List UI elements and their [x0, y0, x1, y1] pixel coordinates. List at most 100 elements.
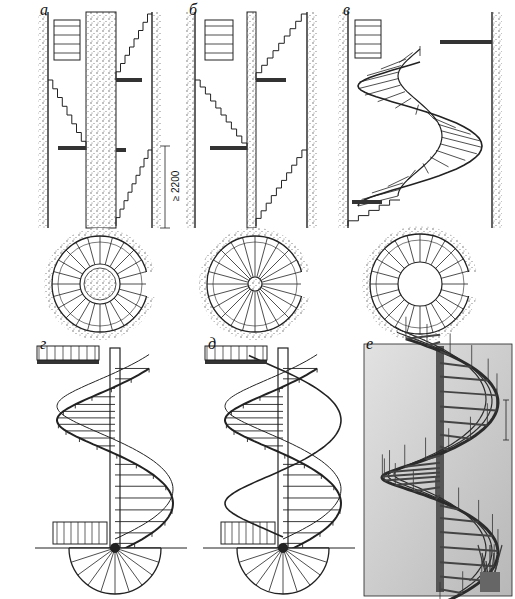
drawing-stroke	[165, 146, 166, 228]
drawing-stroke	[99, 522, 100, 544]
drawing-stroke	[205, 53, 233, 54]
drawing-stroke	[283, 497, 340, 498]
drawing-stroke	[115, 532, 152, 533]
drawing-stroke	[427, 342, 440, 346]
handrail-line	[58, 242, 142, 326]
drawing-stroke	[478, 500, 479, 522]
drawing-stroke	[283, 548, 284, 594]
drawing-stroke	[54, 289, 81, 296]
drawing-stroke	[225, 417, 283, 418]
wall-ring	[44, 228, 156, 340]
drawing-stroke	[37, 346, 99, 360]
drawing-stroke	[372, 290, 399, 297]
drawing-stroke	[205, 26, 233, 27]
drawing-stroke	[440, 582, 441, 599]
drawing-stroke	[76, 242, 90, 266]
drawing-stroke	[487, 403, 488, 425]
figure-letter: г	[40, 336, 46, 352]
drawing-stroke	[39, 346, 40, 360]
drawing-stroke	[471, 345, 472, 367]
core-circle	[80, 264, 120, 304]
drawing-stroke	[384, 476, 440, 480]
drawing-stroke	[71, 548, 115, 562]
drawing-stroke	[120, 284, 148, 285]
drawing-stroke	[260, 396, 283, 397]
drawing-stroke	[63, 346, 64, 360]
drawing-stroke	[450, 333, 451, 355]
drawing-stroke	[355, 53, 381, 54]
drawing-stroke	[225, 522, 226, 544]
drawing-stroke	[265, 445, 283, 446]
drawing-stroke	[116, 78, 142, 82]
drawing-stroke	[283, 548, 327, 562]
drawing-stroke	[399, 53, 412, 63]
drawing-stroke	[115, 509, 172, 510]
drawing-stroke	[205, 20, 233, 60]
drawing-stroke	[57, 417, 115, 418]
drawing-stroke	[246, 548, 283, 575]
drawing-stroke	[115, 548, 129, 592]
drawing-stroke	[436, 150, 465, 160]
drawing-stroke	[71, 522, 72, 544]
drawing-stroke	[283, 521, 333, 522]
drawing-stroke	[69, 548, 115, 549]
drawing-stroke	[378, 92, 405, 102]
drawing-stroke	[71, 346, 72, 360]
drawing-stroke	[97, 445, 115, 446]
drawing-stroke	[57, 369, 173, 554]
drawing-stroke	[54, 35, 80, 36]
drawing-stroke	[38, 12, 47, 228]
drawing-stroke	[302, 543, 303, 547]
drawing-stroke	[57, 355, 173, 540]
drawing-stroke	[115, 548, 142, 585]
drawing-stroke	[231, 346, 232, 360]
drawing-stroke	[420, 46, 421, 56]
stair-outline	[370, 234, 470, 334]
drawing-stroke	[66, 298, 86, 318]
figure-letter: д	[208, 336, 216, 352]
drawing-stroke	[433, 118, 456, 128]
drawing-stroke	[78, 548, 115, 575]
drawing-stroke	[256, 548, 283, 585]
drawing-stroke	[426, 456, 440, 460]
drawing-stroke	[372, 271, 399, 278]
drawing-stroke	[119, 289, 146, 296]
drawing-stroke	[440, 547, 498, 551]
drawing-stroke	[497, 529, 498, 551]
drawing-stroke	[75, 404, 76, 408]
drawing-stroke	[405, 317, 406, 339]
drawing-stroke	[110, 348, 120, 548]
column	[84, 268, 116, 300]
drawing-stroke	[253, 522, 254, 544]
drawing-stroke	[420, 306, 421, 334]
drawing-stroke	[359, 79, 399, 89]
drawing-stroke	[110, 242, 124, 266]
drawing-stroke	[225, 369, 341, 554]
drawing-stroke	[332, 522, 333, 526]
drawing-stroke	[100, 236, 101, 264]
drawing-stroke	[153, 475, 154, 479]
drawing-stroke	[149, 368, 150, 372]
drawing-stroke	[426, 236, 433, 263]
drawing-stroke	[359, 72, 398, 82]
drawing-stroke	[86, 12, 116, 228]
drawing-stroke	[115, 548, 116, 594]
drawing-stroke	[225, 418, 226, 422]
drawing-stroke	[362, 189, 400, 199]
drawing-stroke	[131, 379, 132, 383]
drawing-stroke	[440, 506, 459, 510]
drawing-stroke	[116, 150, 152, 226]
drawing-stroke	[78, 522, 79, 544]
drawing-stroke	[441, 290, 468, 297]
drawing-stroke	[116, 455, 117, 459]
drawing-stroke	[115, 474, 153, 475]
drawing-stroke	[153, 12, 162, 228]
drawing-stroke	[75, 404, 115, 405]
drawing-stroke	[54, 20, 80, 60]
drawing-stroke	[496, 373, 497, 395]
drawing-stroke	[256, 150, 307, 226]
drawing-stroke	[114, 250, 134, 270]
drawing-stroke	[115, 543, 135, 544]
drawing-stroke	[263, 346, 264, 360]
